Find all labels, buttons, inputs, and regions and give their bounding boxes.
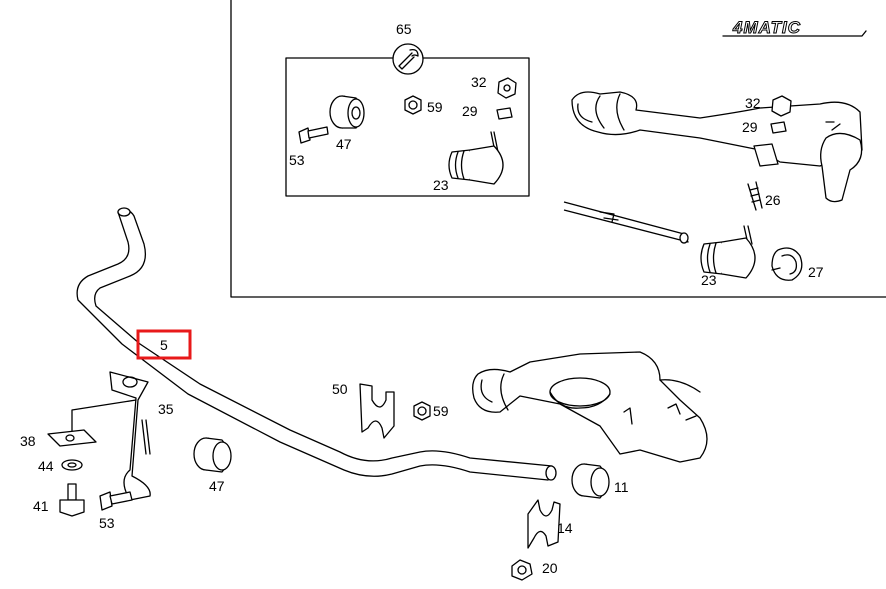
washer-29-kit [496,107,513,120]
front-axle-assembly [472,351,708,463]
clamp-27 [771,247,803,281]
part-label-47-kit[interactable]: 47 [336,136,352,152]
logo-text: 4MATIC [732,18,801,37]
washer-44 [61,459,83,471]
nut-59-kit [404,95,422,115]
clamp-50 [359,383,395,439]
4matic-logo: 4MATIC [722,18,867,38]
part-label-29-kit[interactable]: 29 [462,103,478,119]
part-label-44[interactable]: 44 [38,458,54,474]
ball-joint-23-inset [700,225,756,279]
tie-rod-inset [563,201,689,244]
part-label-59[interactable]: 59 [433,403,449,419]
wrench-icon [392,43,424,75]
ball-joint-23-kit [448,131,504,185]
threaded-stud-26 [747,181,763,211]
nut-59 [413,401,431,421]
part-label-29-inset[interactable]: 29 [742,119,758,135]
part-label-14[interactable]: 14 [557,520,573,536]
bolt-41 [59,483,85,517]
part-label-41[interactable]: 41 [33,498,49,514]
bushing-47-kit [329,95,365,129]
part-label-23-kit[interactable]: 23 [433,177,449,193]
part-label-32-inset[interactable]: 32 [745,95,761,111]
bracket-35 [71,371,151,501]
part-label-23-inset[interactable]: 23 [701,272,717,288]
bushing-47 [193,437,232,473]
highlight-box-part-5 [136,329,192,360]
part-label-32-kit[interactable]: 32 [471,74,487,90]
bolt-53 [99,491,133,511]
nut-32-kit [497,77,517,99]
washer-29-inset [770,121,787,134]
part-label-53-kit[interactable]: 53 [289,152,305,168]
part-label-53[interactable]: 53 [99,515,115,531]
bushing-11 [571,463,610,499]
bracket-38 [47,429,97,447]
part-label-20[interactable]: 20 [542,560,558,576]
nut-32-inset [771,95,792,117]
part-label-26[interactable]: 26 [765,192,781,208]
part-label-50[interactable]: 50 [332,381,348,397]
4matic-axle-assembly [571,91,863,203]
stabilizer-bar-5 [76,207,557,481]
bolt-53-kit [298,126,329,144]
clamp-14 [527,499,561,549]
part-label-11[interactable]: 11 [614,479,629,495]
part-label-27[interactable]: 27 [808,264,824,280]
part-label-38[interactable]: 38 [20,433,36,449]
part-label-35[interactable]: 35 [158,401,174,417]
inset-frame [230,0,886,298]
part-label-5[interactable]: 5 [160,337,168,353]
part-label-59-kit[interactable]: 59 [427,99,443,115]
part-label-65[interactable]: 65 [396,21,412,37]
part-label-47[interactable]: 47 [209,478,225,494]
nut-20 [511,559,533,581]
